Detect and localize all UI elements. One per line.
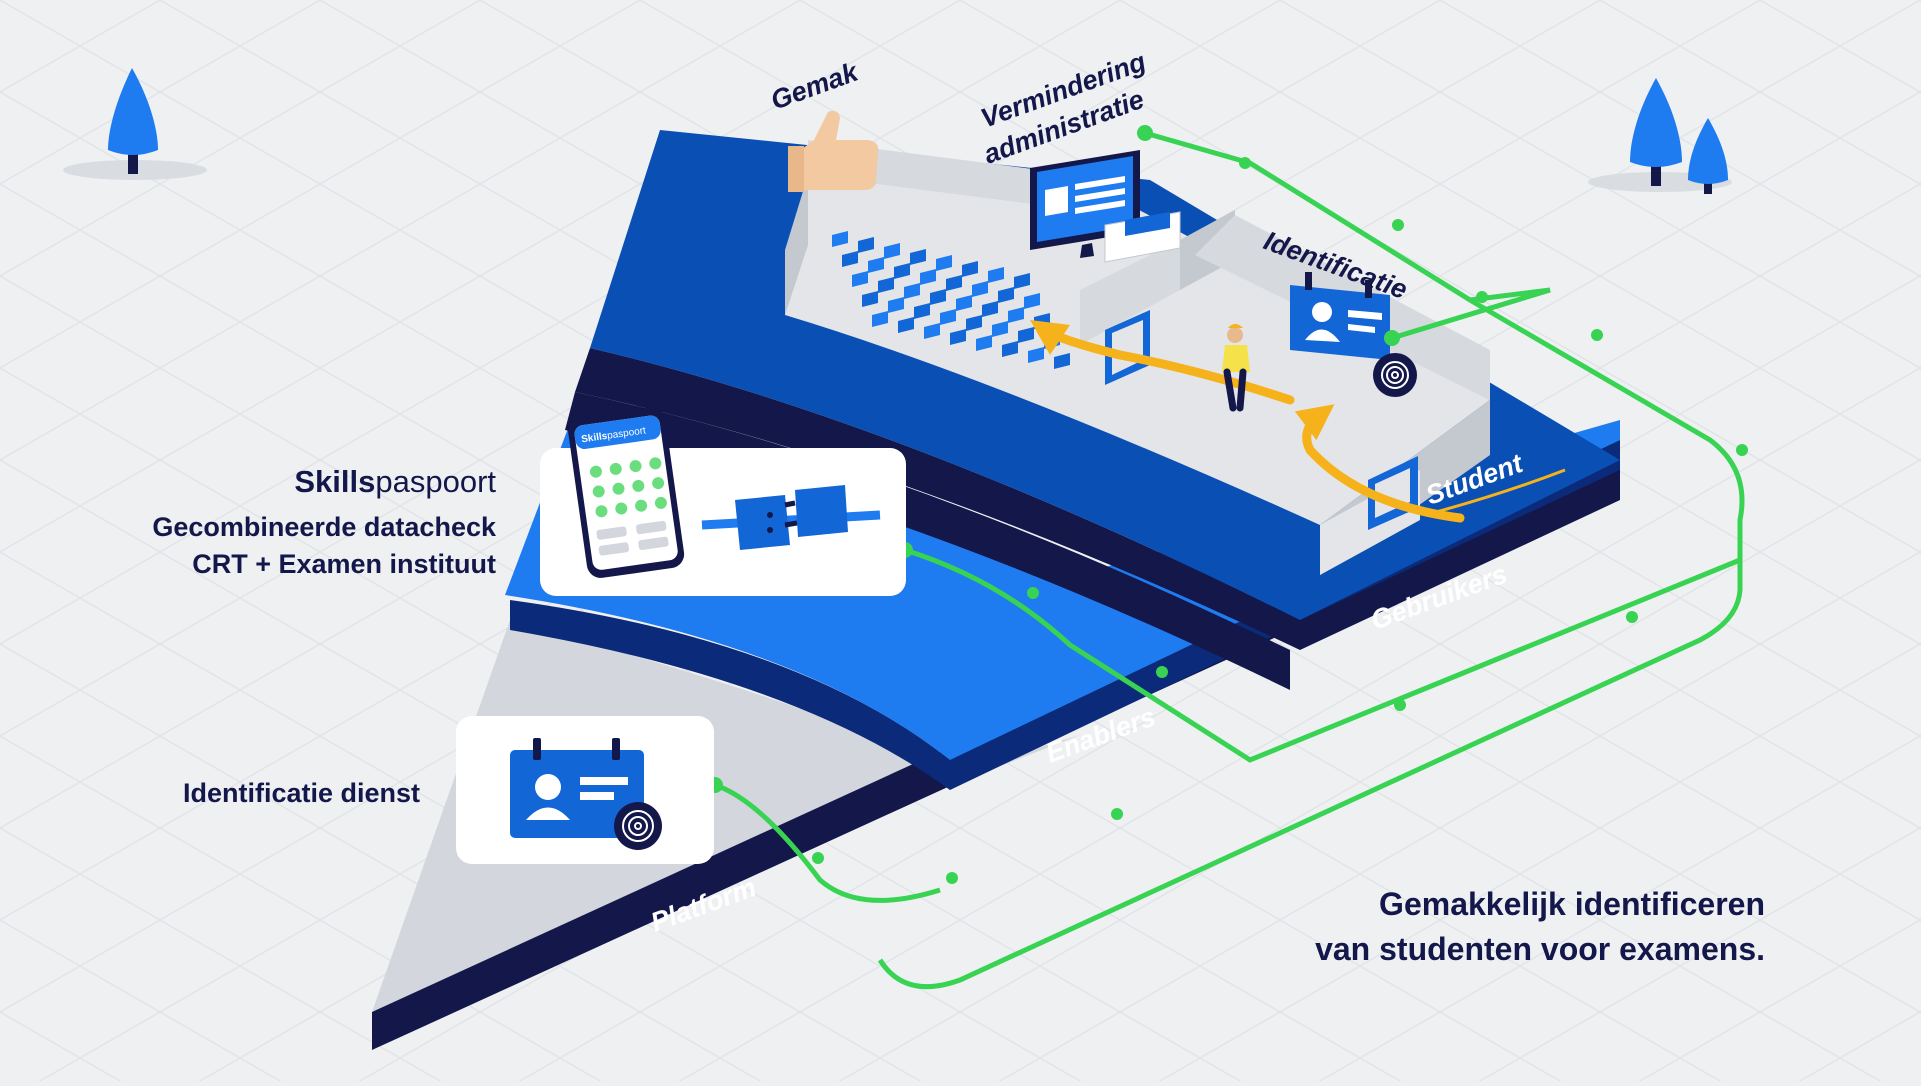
desk-icon — [842, 251, 858, 267]
desk-icon — [992, 321, 1008, 337]
fingerprint-icon — [614, 802, 662, 850]
monitor-icon — [1030, 150, 1181, 263]
desk-icon — [924, 323, 940, 339]
crt-exam-label: CRT + Examen instituut — [192, 549, 496, 579]
desk-icon — [982, 301, 998, 317]
tree-icon — [63, 68, 207, 180]
desk-icon — [862, 291, 878, 307]
desk-icon — [878, 277, 894, 293]
desk-icon — [858, 237, 874, 253]
student-underline — [1424, 468, 1566, 517]
desk-icon — [904, 283, 920, 299]
desk-icon — [1002, 341, 1018, 357]
id-card-icon — [1290, 272, 1390, 360]
tree-icon — [1688, 118, 1728, 194]
student-figure — [1222, 324, 1250, 412]
id-card-icon — [510, 738, 644, 838]
connection-lines — [714, 130, 1745, 990]
plug-connector-icon — [701, 485, 881, 550]
desk-icon — [956, 295, 972, 311]
desk-icon — [1014, 273, 1030, 289]
desk-icon — [1024, 293, 1040, 309]
desk-icon — [894, 263, 910, 279]
tagline-line-2: van studenten voor examens. — [1315, 931, 1765, 967]
desk-icon — [936, 255, 952, 271]
desk-icon — [920, 269, 936, 285]
desk-icon — [930, 289, 946, 305]
desk-icon — [976, 335, 992, 351]
desk-icon — [946, 275, 962, 291]
id-service-label: Identificatie dienst — [183, 778, 420, 808]
desk-icon — [888, 297, 904, 313]
connection-nodes — [707, 125, 1748, 884]
tagline-line-1: Gemakkelijk identificeren — [1379, 886, 1765, 922]
desk-icon — [998, 287, 1014, 303]
desk-icon — [1018, 327, 1034, 343]
desk-icon — [852, 271, 868, 287]
skills-passport-label: Skillspaspoort — [294, 464, 496, 499]
desk-icon — [962, 261, 978, 277]
desk-icon — [972, 281, 988, 297]
desk-icon — [1008, 307, 1024, 323]
desk-icon — [832, 231, 848, 247]
phone-app-title: Skillspaspoort — [581, 425, 647, 445]
desk-icon — [868, 257, 884, 273]
thumbs-up-icon — [788, 110, 879, 192]
desk-icon — [884, 243, 900, 259]
desk-icon — [910, 249, 926, 265]
classroom-desks — [832, 231, 1070, 369]
fingerprint-icon — [1373, 353, 1417, 397]
desk-icon — [966, 315, 982, 331]
combined-datacheck-label: Gecombineerde datacheck — [152, 512, 497, 542]
desk-icon — [940, 309, 956, 325]
desk-icon — [872, 311, 888, 327]
desk-icon — [988, 267, 1004, 283]
desk-icon — [1054, 353, 1070, 369]
desk-icon — [914, 303, 930, 319]
desk-icon — [950, 329, 966, 345]
student-route-arrows — [1030, 320, 1465, 523]
desk-icon — [898, 317, 914, 333]
smartphone-icon: Skillspaspoort — [568, 407, 685, 578]
